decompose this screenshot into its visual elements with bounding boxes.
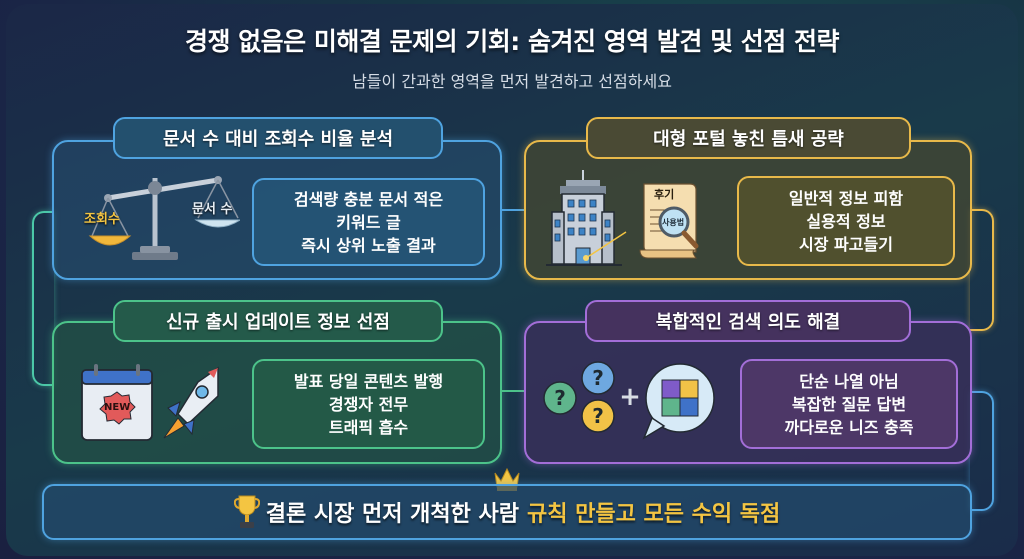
- questions-puzzle-icon: ? ? ? +: [540, 358, 720, 448]
- scale-label-views: 조회수: [84, 212, 120, 227]
- magnifier-label-howto: 사용법: [662, 218, 685, 227]
- card-text-ratio-analysis: 검색량 충분 문서 적은 키워드 글 즉시 상위 노출 결과: [252, 178, 485, 266]
- scale-label-docs: 문서 수: [192, 202, 233, 217]
- card-title-complex-intent: 복합적인 검색 의도 해결: [585, 300, 911, 342]
- connector-right-gold: [970, 209, 994, 331]
- card-line: 검색량 충분 문서 적은: [293, 189, 444, 209]
- svg-text:?: ?: [592, 404, 604, 428]
- card-text-portal-gap: 일반적 정보 피함 실용적 정보 시장 파고들기: [737, 176, 955, 266]
- infographic-frame: [6, 4, 1018, 556]
- svg-text:?: ?: [554, 386, 566, 410]
- card-title-new-release: 신규 출시 업데이트 정보 선점: [113, 300, 443, 342]
- page-subtitle: 남들이 간과한 영역을 먼저 발견하고 선점하세요: [352, 72, 672, 91]
- card-line: 실용적 정보: [806, 211, 886, 231]
- connector-middle-top: [500, 209, 526, 211]
- calendar-rocket-icon: NEW: [80, 362, 230, 446]
- conclusion-prefix: 결론 시장 먼저 개척한 사람: [265, 502, 519, 527]
- balance-scale-icon: 조회수 문서 수: [80, 168, 242, 268]
- connector-middle-bottom: [500, 390, 526, 392]
- card-line: 일반적 정보 피함: [788, 188, 904, 208]
- page-title: 경쟁 없음은 미해결 문제의 기회: 숨겨진 영역 발견 및 선점 전략: [184, 27, 840, 56]
- card-title-portal-gap: 대형 포털 놓친 틈새 공략: [586, 117, 911, 159]
- card-text-complex-intent: 단순 나열 아님 복잡한 질문 답변 까다로운 니즈 충족: [740, 359, 958, 449]
- card-line: 트래픽 흡수: [328, 417, 409, 437]
- trophy-icon: [233, 494, 260, 530]
- calendar-badge-new: NEW: [104, 402, 131, 413]
- doc-label-review: 후기: [654, 188, 675, 201]
- card-line: 까다로운 니즈 충족: [784, 417, 914, 437]
- svg-text:?: ?: [592, 366, 604, 390]
- card-line: 시장 파고들기: [799, 234, 893, 254]
- card-line: 복잡한 질문 답변: [791, 394, 907, 414]
- conclusion-highlight: 규칙 만들고 모든 수익 독점: [527, 502, 781, 527]
- card-line: 단순 나열 아님: [799, 371, 899, 391]
- card-line: 즉시 상위 노출 결과: [301, 235, 436, 255]
- card-text-new-release: 발표 당일 콘텐츠 발행 경쟁자 전무 트래픽 흡수: [252, 359, 485, 449]
- card-line: 발표 당일 콘텐츠 발행: [293, 371, 444, 391]
- card-title-ratio-analysis: 문서 수 대비 조회수 비율 분석: [113, 117, 443, 159]
- svg-text:+: +: [619, 382, 641, 412]
- card-line: 경쟁자 전무: [328, 394, 409, 414]
- building-and-document-icon: 후기 사용법: [546, 170, 716, 270]
- card-line: 키워드 글: [336, 212, 401, 232]
- conclusion-banner: 결론 시장 먼저 개척한 사람 규칙 만들고 모든 수익 독점: [42, 484, 972, 540]
- connector-left: [32, 211, 54, 386]
- connector-right-blue: [970, 391, 994, 511]
